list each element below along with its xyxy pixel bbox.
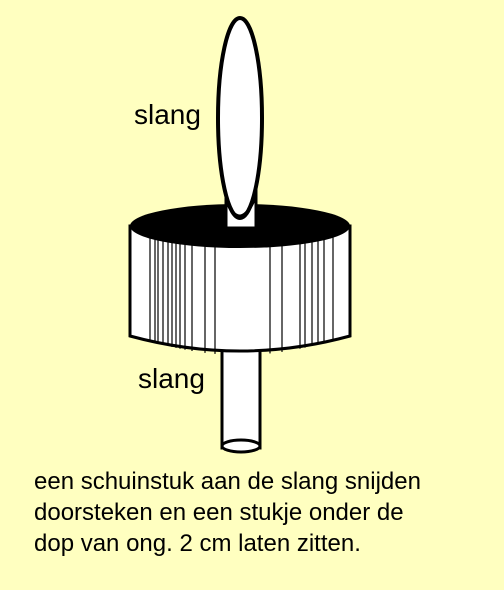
- lower-hose: [220, 338, 262, 454]
- caption-line: een schuinstuk aan de slang snijden: [34, 468, 421, 495]
- instruction-caption: een schuinstuk aan de slang snijden door…: [34, 466, 494, 559]
- hose-label-bottom: slang: [138, 363, 205, 394]
- caption-line: doorsteken en een stukje onder de: [34, 499, 404, 526]
- upper-hose: [216, 16, 264, 230]
- cap-stripes: [149, 234, 334, 354]
- hose-label-top: slang: [134, 99, 201, 130]
- cap-side: [128, 224, 352, 354]
- caption-line: dop van ong. 2 cm laten zitten.: [34, 530, 361, 557]
